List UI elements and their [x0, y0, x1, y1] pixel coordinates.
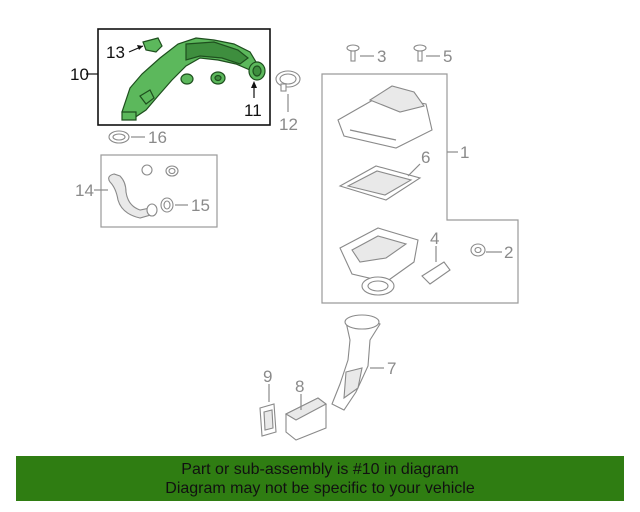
- banner-line-1: Part or sub-assembly is #10 in diagram: [181, 461, 459, 478]
- callout-1: 1: [460, 143, 469, 162]
- callout-16: 16: [148, 128, 167, 147]
- callout-6: 6: [421, 148, 430, 167]
- air-inlet-8[interactable]: [284, 397, 328, 441]
- bolt-3[interactable]: [346, 44, 360, 62]
- hose-kit-box: [100, 154, 218, 228]
- assembly-10-box: [97, 28, 271, 126]
- callout-13: 13: [106, 43, 125, 62]
- air-duct-assembly-10[interactable]: [121, 37, 266, 121]
- hose-clamp-12[interactable]: [275, 70, 301, 92]
- air-filter-6[interactable]: [338, 165, 422, 201]
- part-info-banner: Part or sub-assembly is #10 in diagram D…: [16, 456, 624, 501]
- intake-duct-7[interactable]: [331, 314, 381, 411]
- banner-line-2: Diagram may not be specific to your vehi…: [165, 480, 475, 497]
- parts-diagram: 10 13 11 12 16 14 15 3: [70, 28, 519, 441]
- callout-12: 12: [279, 115, 298, 134]
- callout-5: 5: [443, 47, 452, 66]
- callout-11: 11: [244, 101, 262, 120]
- callout-9: 9: [263, 367, 272, 386]
- callout-14: 14: [75, 181, 94, 200]
- callout-2: 2: [504, 243, 513, 262]
- callout-4: 4: [430, 229, 439, 248]
- air-cleaner-box: [321, 73, 519, 304]
- grommet-2[interactable]: [470, 243, 486, 257]
- callout-3: 3: [377, 47, 386, 66]
- callout-15: 15: [191, 196, 210, 215]
- seal-15[interactable]: [160, 197, 174, 213]
- callout-8: 8: [295, 377, 304, 396]
- air-hose-14[interactable]: [108, 164, 179, 219]
- bracket-4[interactable]: [421, 261, 451, 285]
- callout-10: 10: [70, 65, 89, 84]
- bolt-5[interactable]: [413, 44, 427, 62]
- seal-9[interactable]: [259, 403, 277, 437]
- air-cleaner-cover[interactable]: [337, 85, 433, 149]
- hose-clamp-16[interactable]: [108, 130, 130, 144]
- callout-7: 7: [387, 359, 396, 378]
- air-cleaner-housing[interactable]: [339, 227, 419, 296]
